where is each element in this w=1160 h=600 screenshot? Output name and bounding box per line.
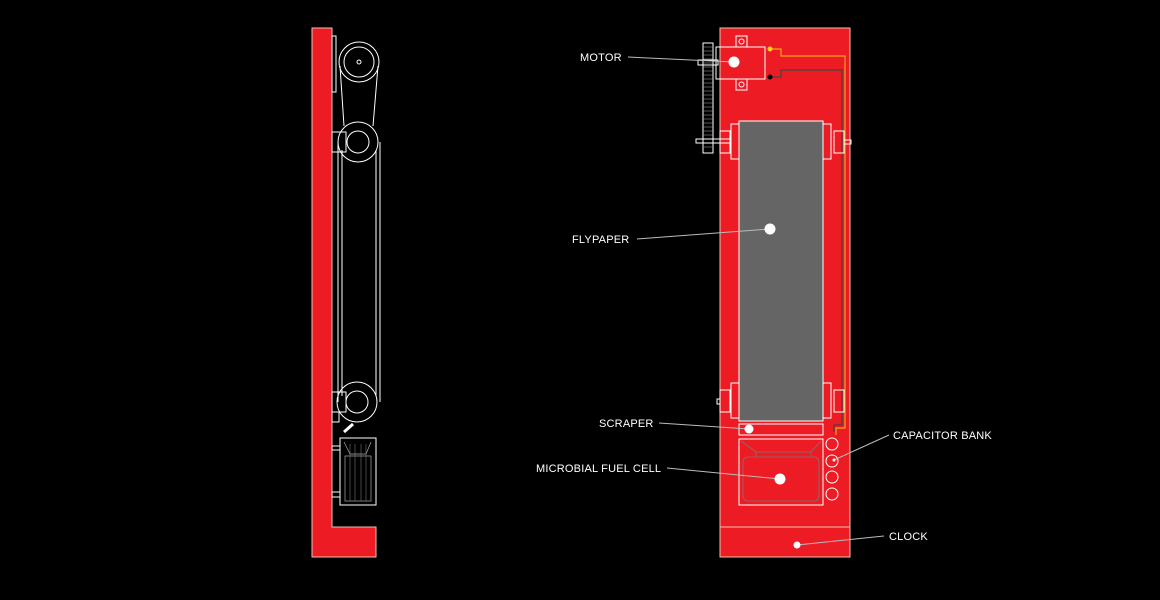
side-view [311,27,381,558]
scraper-marker [744,424,754,434]
wire-negative [770,69,843,432]
lower-roller [331,381,378,423]
capacitor-bank [825,437,839,501]
side-plate [331,35,337,93]
fuel-cell-marker [774,473,786,485]
belt [337,142,381,402]
motor-marker [728,56,740,68]
microbial-fuel-cell [738,438,824,506]
callouts [627,56,890,549]
front-view [695,27,852,558]
flypaper-marker [764,223,776,235]
label-scraper: SCRAPER [599,418,654,430]
label-clock: CLOCK [889,531,928,543]
upper-roller [331,121,379,163]
clock-marker [793,541,801,549]
scraper [738,423,824,436]
top-pulley [338,41,380,83]
capacitor-marker [832,458,836,462]
label-capacitor-bank: CAPACITOR BANK [893,430,992,442]
label-motor: MOTOR [580,52,622,64]
gear [695,42,731,154]
motor [715,35,766,91]
side-fuel-cell [331,437,377,506]
side-scraper [343,422,354,434]
side-body-frame [311,27,377,558]
flypaper [738,120,824,422]
label-flypaper: FLYPAPER [572,234,629,246]
wire-positive [770,48,846,435]
label-microbial-fuel-cell: MICROBIAL FUEL CELL [536,463,661,475]
